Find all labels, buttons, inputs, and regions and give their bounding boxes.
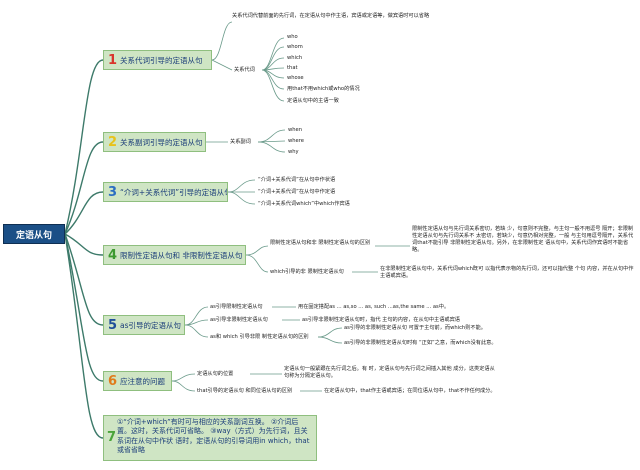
b4-note1: 限制性定语从句与先行词关系密切，若缺 少，句意则不完整，与主句一般不用逗号 隔开… <box>412 226 634 254</box>
branch-3-label: “介词+关系代词”引导的定语从句 <box>120 187 228 197</box>
branch-3-number: 3 <box>108 184 118 200</box>
branch-6-node: 6 应注意的问题 <box>103 371 172 391</box>
b1-item: 用that不用which或who的情况 <box>287 86 360 92</box>
branch-3-node: 3 “介词+关系代词”引导的定语从句 <box>103 182 228 202</box>
b1-item: who <box>287 34 298 40</box>
b6-sub2: that引导的定语从句 和同位语从句的区别 <box>197 388 293 394</box>
b1-note: 关系代词代替前面的先行词，在定语从句中作主语，宾语或定语等，做宾语时可以省略 <box>232 13 430 19</box>
b5-note3a: as引导的非限制性定语从句 可置于主句前，而which则不能。 <box>344 325 486 331</box>
branch-7-number: 7 <box>107 430 117 445</box>
root-node: 定语从句 <box>3 224 65 244</box>
b3-item: “介词+关系代词which”中which作宾语 <box>258 201 350 207</box>
branch-1-number: 1 <box>108 52 118 68</box>
branch-2-node: 2 关系副词引导的定语从句 <box>103 132 206 152</box>
b1-item: 定语从句中的主语一致 <box>287 98 339 104</box>
b2-item: where <box>288 138 304 144</box>
b4-sub2: which引导的非 限制性定语从句 <box>270 269 344 275</box>
b5-sub3: as和 which 引导非限 制性定语从句的区别 <box>210 334 309 340</box>
branch-2-number: 2 <box>108 134 118 150</box>
b2-sub: 关系副词 <box>230 139 251 145</box>
b1-sub: 关系代词 <box>234 67 255 73</box>
b1-item: which <box>287 55 303 61</box>
b1-item: whose <box>287 75 304 81</box>
branch-6-label: 应注意的问题 <box>120 376 166 386</box>
b6-sub1: 定语从句的位置 <box>197 371 234 377</box>
b5-note2: as引导非限制性定语从句时，指代 主句的内容，在从句中主语或宾语 <box>302 317 460 323</box>
branch-4-label: 限制性定语从句和 非限制性定语从句 <box>120 250 243 260</box>
branch-4-number: 4 <box>108 247 118 263</box>
branch-7-label: ①“介词+which”有时可与相应的关系副词互换。 ②介词后置。这时，关系代词可… <box>117 418 310 455</box>
b4-note2: 在非限制性定语从句中，关系代词which既可 以指代表示物的先行词，还可以指代整… <box>380 266 634 280</box>
branch-6-number: 6 <box>108 373 118 389</box>
branch-5-node: 5 as引导的定语从句 <box>103 315 185 335</box>
b4-sub1: 限制性定语从句和非 限制性定语从句的区别 <box>270 240 371 246</box>
branch-5-number: 5 <box>108 317 118 333</box>
b5-sub2: as引导非限制性定语从句 <box>210 317 268 323</box>
b2-item: why <box>288 149 299 155</box>
branch-2-label: 关系副词引导的定语从句 <box>120 137 203 147</box>
branch-7-node: 7 ①“介词+which”有时可与相应的关系副词互换。 ②介词后置。这时，关系代… <box>103 415 317 461</box>
b3-item: “介词+关系代词”在从句中作状语 <box>258 177 336 183</box>
b5-note3b: as引导的非限制性定语从句时有 “正如”之意，而which没有此意。 <box>344 340 497 346</box>
branch-1-node: 1 关系代词引导的定语从句 <box>103 50 212 70</box>
b6-note1: 定语从句一般紧跟在先行词之后。有 时，定语从句与先行词之间插入其他 成分，这类定… <box>284 366 495 380</box>
b1-item: that <box>287 65 298 71</box>
branch-4-node: 4 限制性定语从句和 非限制性定语从句 <box>103 245 246 265</box>
b5-note1: 用在固定搭配as ... as,so ... as, such ...as,th… <box>298 304 450 310</box>
branch-1-label: 关系代词引导的定语从句 <box>120 55 203 65</box>
b2-item: when <box>288 127 303 133</box>
b1-item: whom <box>287 44 303 50</box>
b5-sub1: as引导限制性定语从句 <box>210 304 263 310</box>
b3-item: “介词+关系代词”在从句中作定语 <box>258 189 336 195</box>
b6-note2: 在定语从句中，that作主语或宾语；在同位语从句中，that不作任何成分。 <box>324 388 496 394</box>
branch-5-label: as引导的定语从句 <box>120 320 182 330</box>
